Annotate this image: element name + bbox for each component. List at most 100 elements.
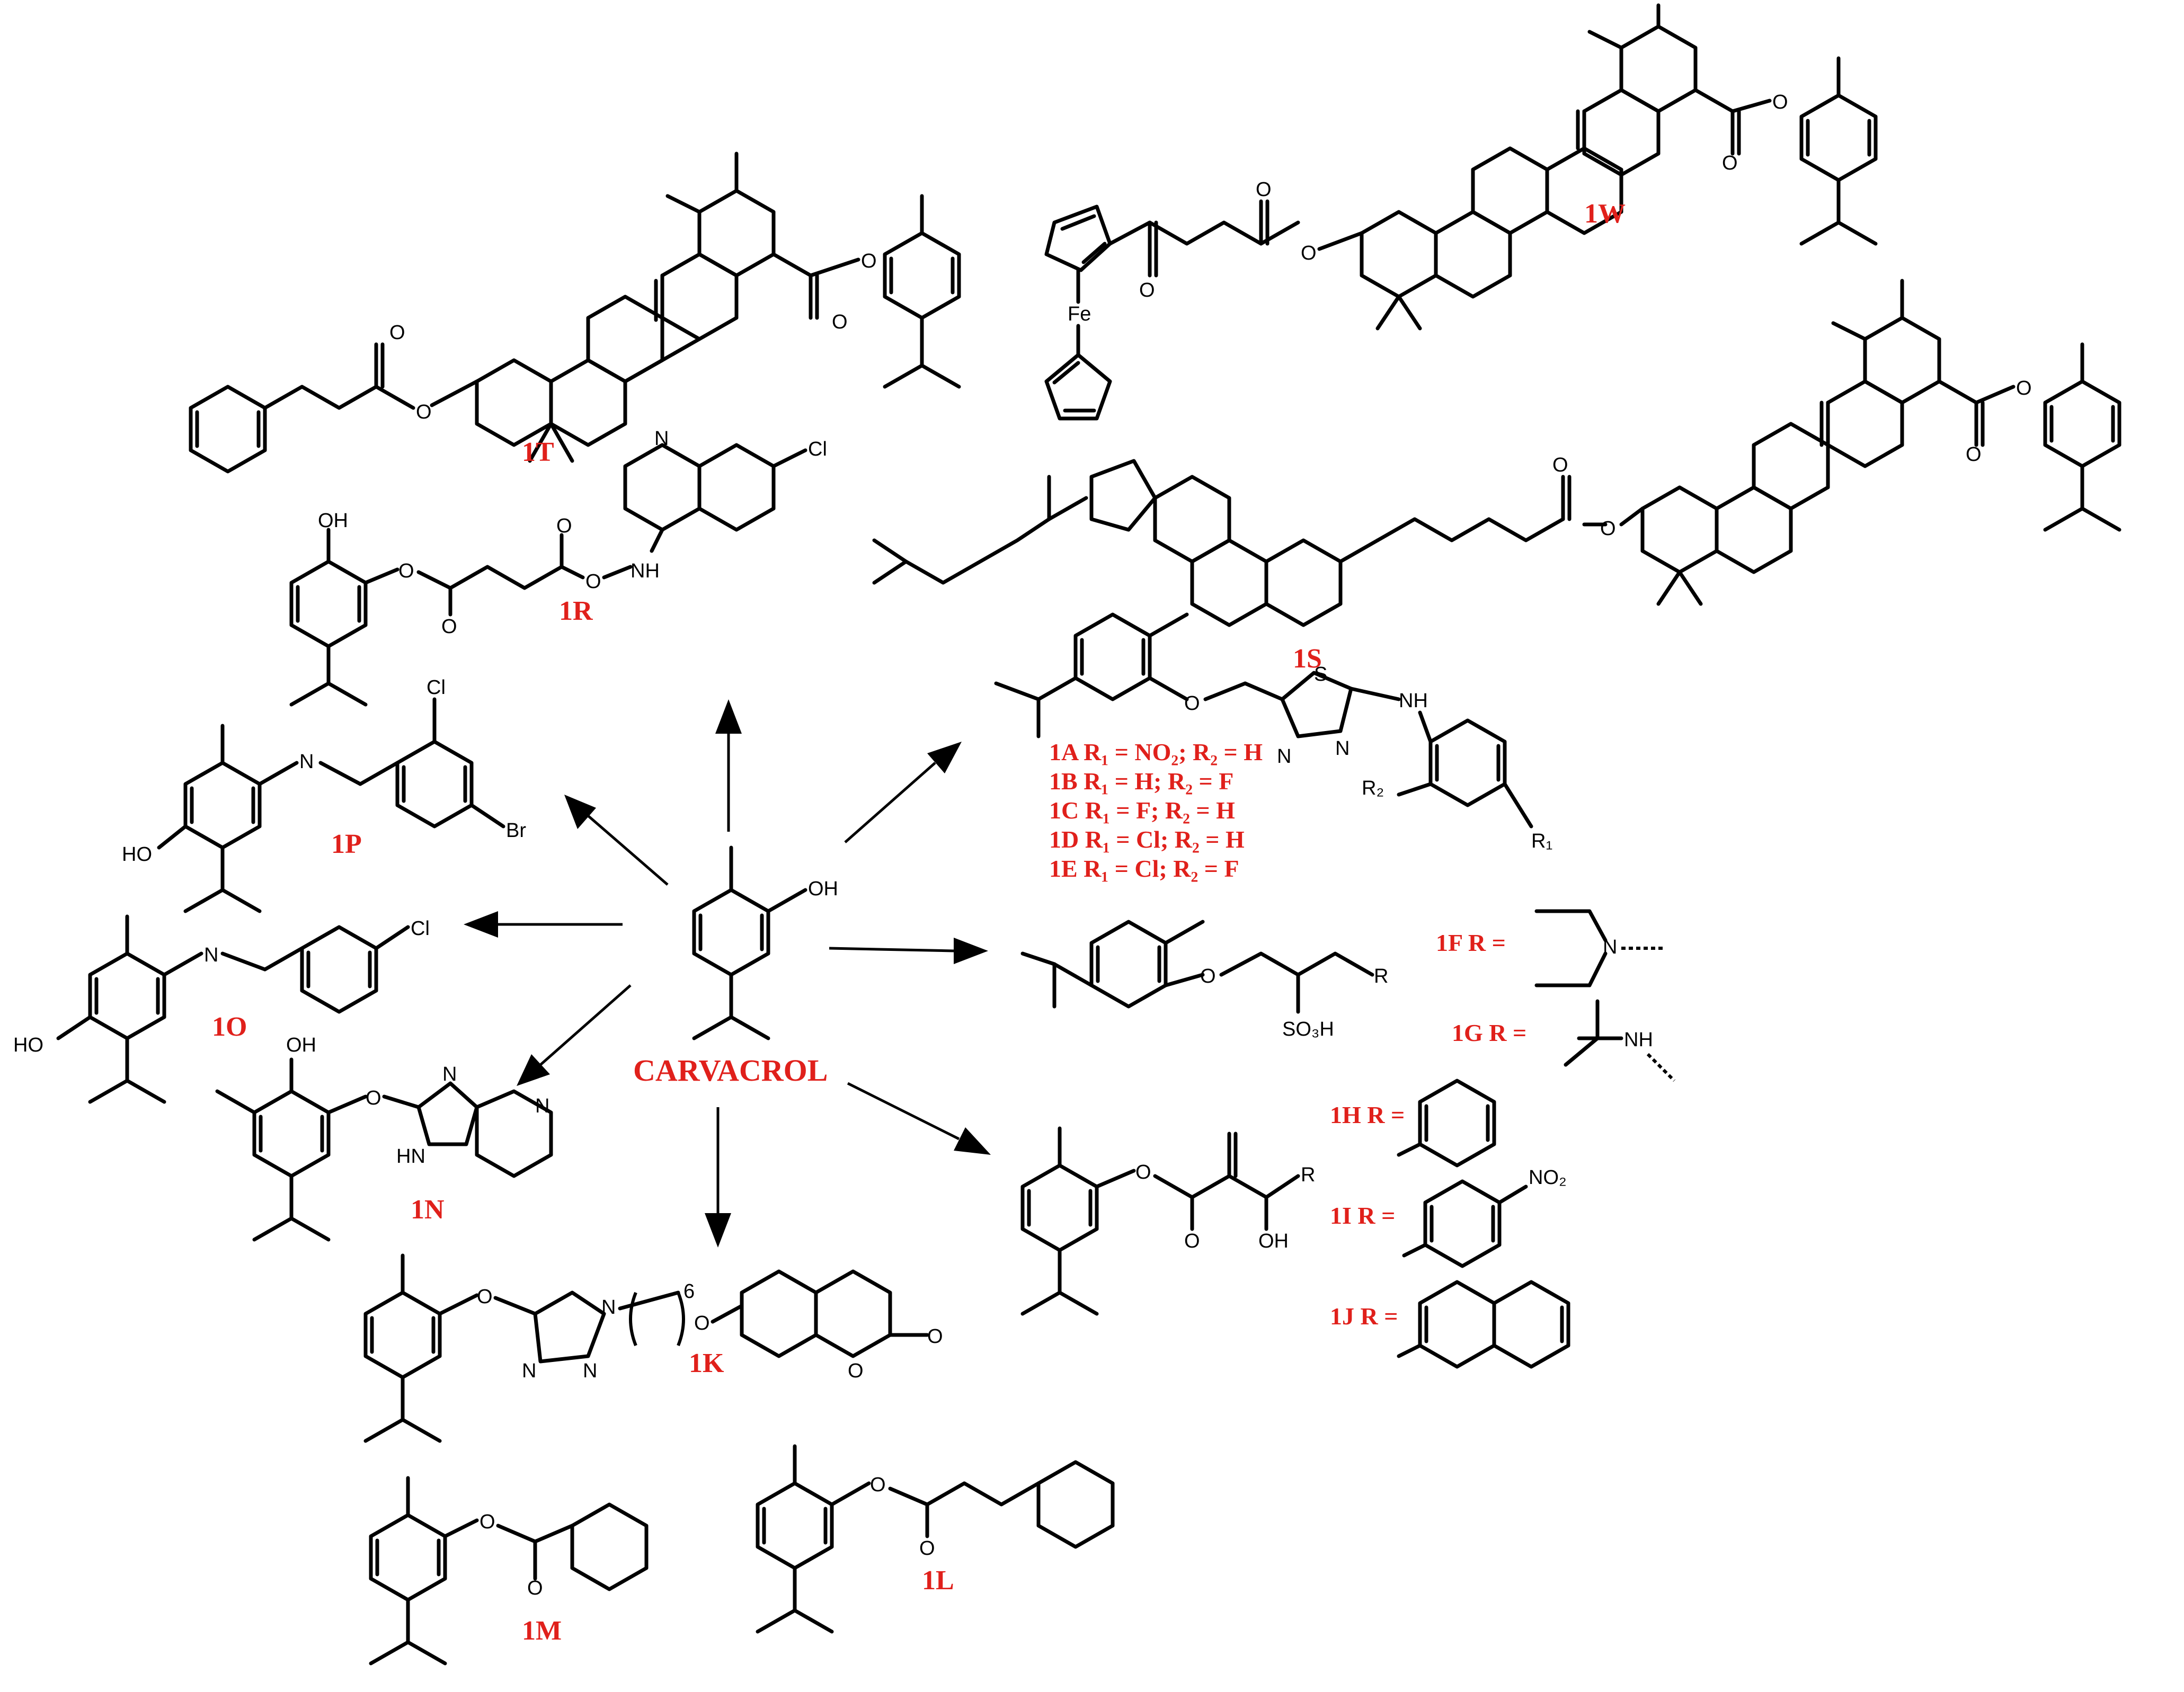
1n-oh: OH	[286, 1034, 316, 1056]
1s-ar-o: O	[2016, 377, 2032, 399]
1m-label: 1M	[522, 1616, 562, 1646]
r-label-1i: 1I R =	[1330, 1202, 1395, 1229]
1h-co: O	[1184, 1230, 1200, 1252]
1w-ar-o: O	[1772, 91, 1788, 113]
1a-r1: R₁	[1531, 830, 1552, 852]
1k-six: 6	[683, 1280, 695, 1303]
1p-label: 1P	[331, 829, 362, 859]
center-label: CARVACROL	[633, 1053, 828, 1088]
1n-label: 1N	[411, 1195, 445, 1225]
1t-ester-co: O	[832, 311, 848, 333]
compound-1s: O O O O 1S	[872, 279, 2121, 674]
1n-n1: N	[442, 1063, 457, 1085]
1o-n: N	[204, 944, 218, 966]
1a-nh: NH	[1399, 690, 1428, 712]
1k-n3: N	[583, 1360, 597, 1382]
compound-1h-1j: O O OH R 1H R = 1I R = NO₂ 1J R =	[1020, 1079, 1570, 1369]
1n-o: O	[366, 1087, 381, 1109]
1k-n1: N	[601, 1296, 616, 1319]
1k-o2: O	[694, 1312, 710, 1334]
1l-co: O	[919, 1537, 935, 1560]
compound-1t: O O O O 1T	[189, 152, 961, 474]
compound-1w: Fe O O O O O	[1044, 3, 1878, 421]
1r-cl: Cl	[808, 438, 827, 460]
1n-n2: N	[535, 1095, 549, 1117]
1k-n2: N	[522, 1360, 536, 1382]
r-label-1g: 1G R =	[1452, 1019, 1526, 1046]
arrow-to-1p	[587, 815, 669, 886]
1r-oh: OH	[318, 510, 348, 532]
1g-nh: NH	[1624, 1029, 1653, 1051]
1o-label: 1O	[212, 1012, 247, 1042]
1i-no2: NO₂	[1529, 1166, 1567, 1189]
1l-o: O	[870, 1474, 886, 1496]
arrow-head-1r	[715, 699, 742, 734]
arrow-head-1f-1g	[954, 938, 988, 964]
1f-n: N	[1603, 936, 1617, 958]
r-label-1j: 1J R =	[1330, 1303, 1398, 1330]
arrow-head-1o	[464, 911, 498, 938]
arrow-head-1k	[705, 1213, 731, 1248]
1w-ester-co: O	[1256, 179, 1272, 201]
1s-co: O	[1552, 454, 1568, 476]
compound-1a-1e: O S N N NH R₂ R₁ 1A R₁ = NO₂; R₂ = H 1B …	[994, 612, 1552, 882]
1w-ar-co: O	[1722, 152, 1738, 174]
1p-br: Br	[506, 820, 526, 842]
1w-ketone-o: O	[1139, 279, 1155, 301]
1w-label: 1W	[1584, 199, 1626, 229]
arrow-head-1h-1j	[954, 1127, 991, 1155]
1t-label: 1T	[522, 437, 554, 467]
1p-ho: HO	[122, 843, 152, 866]
1f-so3h: SO₃H	[1282, 1018, 1334, 1040]
1h-o: O	[1135, 1161, 1151, 1183]
1h-r: R	[1301, 1164, 1315, 1186]
1o-cl: Cl	[411, 918, 430, 940]
sub-1a: 1A R₁ = NO₂; R₂ = H	[1049, 738, 1263, 765]
compound-1f-1g: O R SO₃H 1F R = N 1G R = NH	[1020, 909, 1676, 1082]
1n-hn: HN	[396, 1145, 425, 1168]
1t-carbonyl-o: O	[389, 322, 405, 344]
sub-1e: 1E R₁ = Cl; R₂ = F	[1049, 855, 1239, 882]
1m-o: O	[480, 1511, 495, 1533]
1k-label: 1K	[689, 1348, 724, 1378]
arrow-head-1a-1e	[927, 742, 962, 773]
1a-n2: N	[1335, 737, 1350, 760]
arrow-to-1a-1e	[844, 762, 936, 843]
1s-ar-co: O	[1966, 443, 1982, 466]
arrow-head-1p	[564, 795, 596, 829]
compound-1o: HO N Cl 1O	[13, 914, 430, 1104]
compound-1p: HO N Cl Br 1P	[122, 676, 526, 913]
1r-label: 1R	[559, 596, 593, 626]
r-label-1h: 1H R =	[1330, 1101, 1405, 1128]
1l-label: 1L	[922, 1565, 954, 1596]
1r-quin-n: N	[654, 428, 669, 450]
1t-aryl-o: O	[861, 250, 877, 272]
1h-oh: OH	[1258, 1230, 1289, 1252]
1a-r2: R₂	[1362, 777, 1384, 799]
1a-n1: N	[1277, 745, 1291, 768]
1r-co1: O	[441, 616, 457, 638]
1o-ho: HO	[13, 1034, 43, 1056]
1r-o1: O	[398, 560, 414, 582]
arrow-to-1n	[539, 984, 632, 1066]
1t-ester-o: O	[416, 401, 432, 423]
1s-ester-o: O	[1600, 518, 1616, 540]
sub-1d: 1D R₁ = Cl; R₂ = H	[1049, 826, 1245, 853]
compound-1k: O N N N 6 O O O 1K	[363, 1253, 943, 1443]
1f-o: O	[1200, 965, 1216, 987]
1w-fe-label: Fe	[1068, 303, 1091, 325]
arrow-to-1f-1g	[829, 947, 954, 952]
1f-r: R	[1374, 965, 1388, 987]
r-label-1f: 1F R =	[1436, 929, 1506, 956]
1k-ring-o: O	[848, 1360, 864, 1382]
1r-o2: O	[585, 571, 601, 593]
1p-cl: Cl	[427, 676, 446, 699]
arrow-to-1h-1j	[847, 1082, 960, 1141]
compound-1m: O O 1M	[369, 1476, 649, 1666]
carvacrol-oh-label: OH	[808, 878, 838, 900]
1w-ester-o: O	[1301, 242, 1317, 264]
arrow-head-1n	[517, 1054, 550, 1086]
reaction-arrows	[464, 699, 991, 1248]
